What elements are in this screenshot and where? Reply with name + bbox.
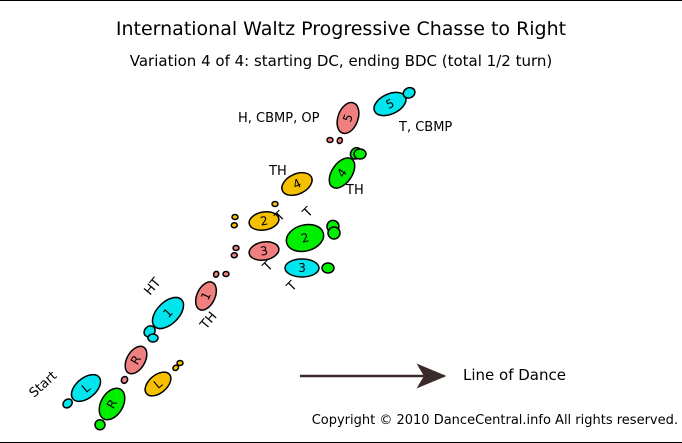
heel-mark [176, 359, 184, 367]
prep-foot-l: L [144, 364, 180, 397]
heel-mark [231, 213, 239, 221]
step5-foot-pink-label: 5 [340, 112, 356, 124]
heel-mark [326, 136, 334, 144]
copyright-notice: Copyright © 2010 DanceCentral.info All r… [312, 413, 678, 428]
step3-foot-pink-label: 3 [259, 243, 269, 258]
heel-mark [353, 148, 367, 160]
step3-foot-cyan: 3 [284, 258, 335, 278]
diagram-subtitle: Variation 4 of 4: starting DC, ending BD… [130, 52, 552, 70]
step2-foot-gold-label: 2 [259, 213, 269, 228]
step2-foot-green: 2 [285, 219, 340, 253]
line-of-dance-label: Line of Dance [463, 366, 566, 384]
label-th-1: TH [197, 309, 221, 333]
prep-foot-r: R [120, 345, 148, 385]
step5-foot-cyan: 5 [373, 86, 416, 117]
label-h-cbmp-op: H, CBMP, OP [238, 111, 320, 126]
heel-mark [222, 270, 230, 278]
label-ht: HT [142, 275, 165, 298]
heel-mark [147, 333, 159, 343]
step2-foot-gold: 2 [230, 211, 280, 231]
step4-foot-green: 4 [328, 146, 362, 189]
label-t-3a: T [260, 259, 277, 276]
label-t-3b: T [284, 279, 301, 296]
start-label: Start [27, 369, 61, 401]
diagram-title: International Waltz Progressive Chasse t… [116, 18, 566, 40]
label-th-4: TH [268, 164, 287, 179]
label-th-4r: TH [345, 183, 364, 198]
step3-foot-cyan-label: 3 [298, 261, 306, 275]
heel-mark [271, 200, 279, 208]
heel-mark [232, 244, 240, 252]
heel-mark [327, 226, 341, 240]
step2-foot-green-label: 2 [299, 230, 310, 246]
start-foot-l: L [62, 373, 102, 409]
label-t-2b: T [300, 205, 317, 222]
step1-foot-pink: 1 [194, 270, 220, 311]
step1-foot-cyan: 1 [143, 296, 185, 338]
step3-foot-pink: 3 [230, 241, 280, 261]
label-t-cbmp: T, CBMP [398, 120, 452, 135]
step4-foot-gold: 4 [281, 171, 313, 197]
start-foot-r: R [94, 387, 126, 431]
step5-foot-pink: 5 [336, 101, 360, 145]
